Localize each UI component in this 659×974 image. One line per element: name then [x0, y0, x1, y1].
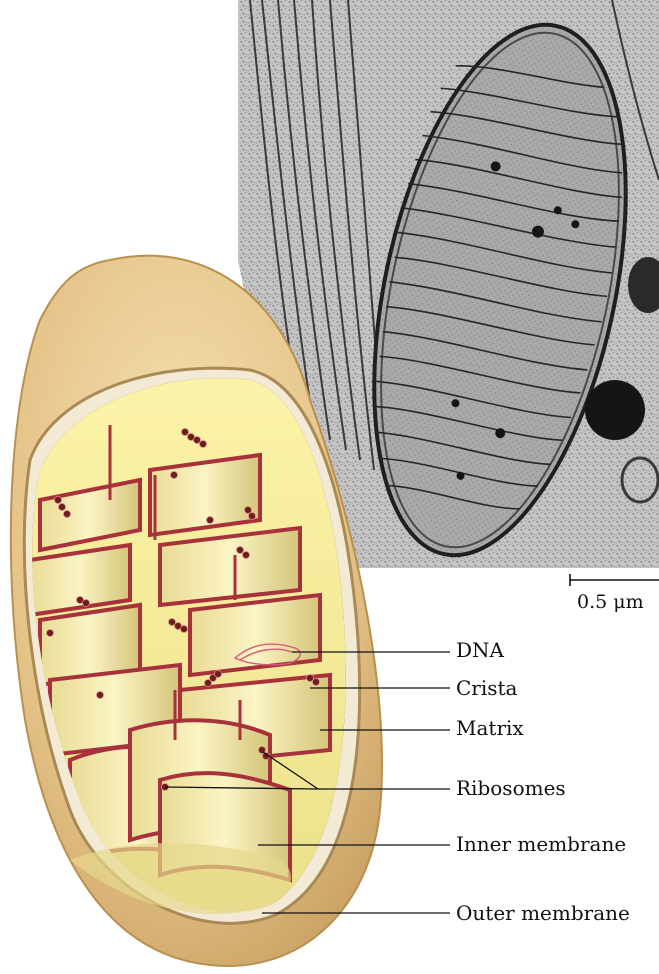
- label-crista: Crista: [456, 678, 517, 698]
- scale-bar-label: 0.5 μm: [577, 593, 644, 612]
- label-matrix: Matrix: [456, 718, 524, 738]
- scale-bar: [570, 574, 659, 586]
- label-dna: DNA: [456, 640, 504, 660]
- label-ribosomes: Ribosomes: [456, 778, 566, 798]
- label-inner-membrane: Inner membrane: [456, 834, 626, 854]
- label-outer-membrane: Outer membrane: [456, 903, 630, 923]
